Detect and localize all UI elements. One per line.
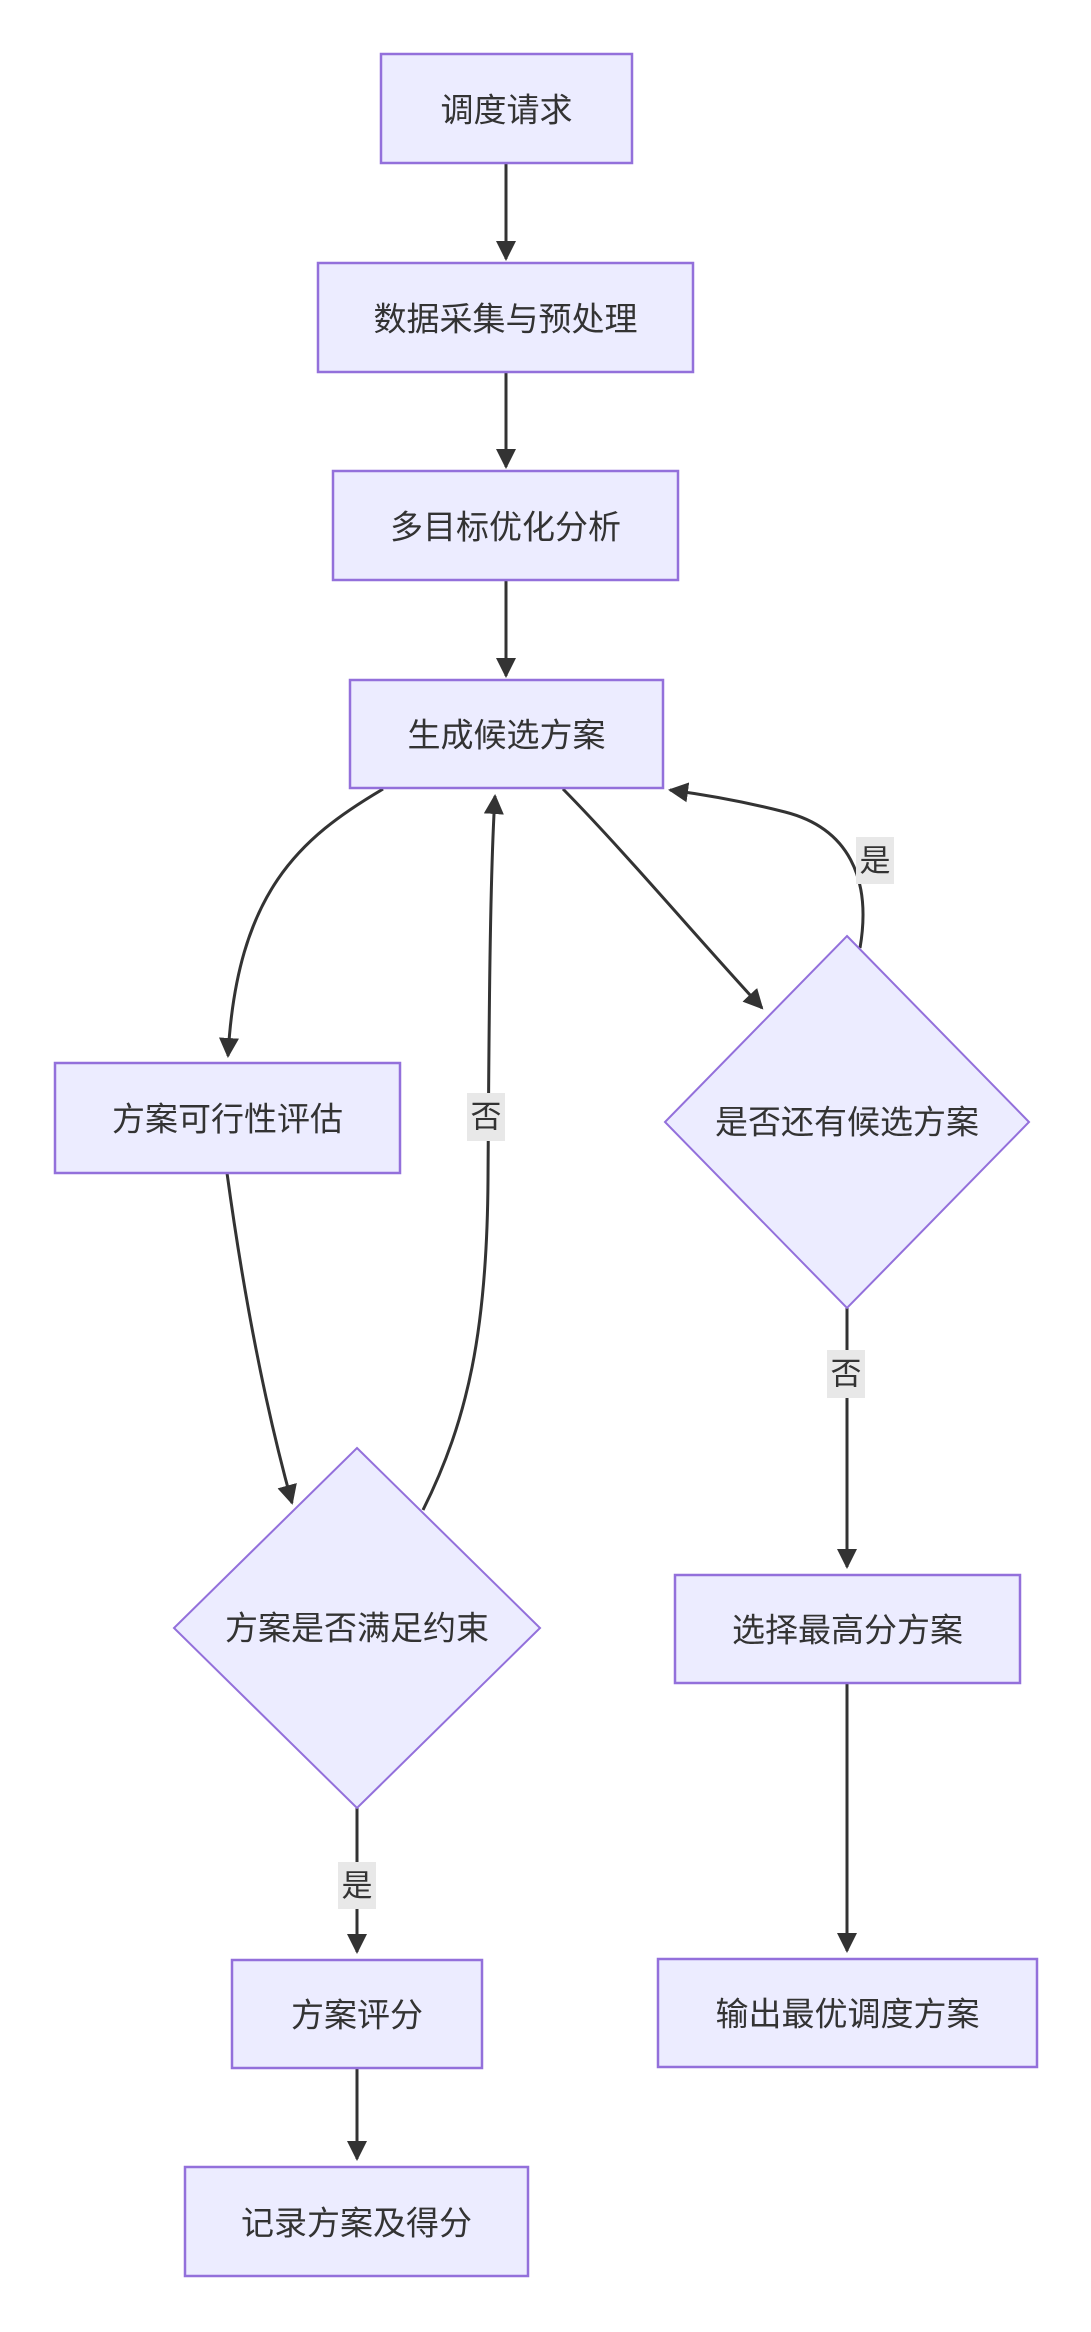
node-shape	[673, 1573, 1022, 1685]
node-label: 方案评分	[291, 1997, 423, 2034]
node-has-candidates: 是否还有候选方案	[663, 934, 1031, 1310]
node-shape-diamond	[663, 934, 1031, 1310]
edge-label-text: 否	[831, 1357, 862, 1392]
node-preprocess: 数据采集与预处理	[316, 261, 695, 374]
edge-label-yes-left: 是	[338, 1862, 376, 1909]
edge-label-bg	[856, 837, 894, 884]
node-satisfy-constraints: 方案是否满足约束	[172, 1446, 542, 1810]
edge-label-bg	[827, 1350, 865, 1398]
edge-label-yes-right: 是	[856, 837, 894, 884]
node-shape	[230, 1958, 484, 2070]
node-shape	[331, 469, 680, 582]
node-optimize: 多目标优化分析	[331, 469, 680, 582]
edge-label-no-right: 否	[827, 1350, 865, 1398]
edge-generate-to-hascandidates	[561, 787, 764, 1010]
node-label: 方案是否满足约束	[225, 1610, 489, 1647]
node-label: 调度请求	[441, 92, 573, 129]
node-request: 调度请求	[379, 52, 634, 165]
node-shape	[183, 2165, 530, 2278]
node-shape	[53, 1061, 402, 1175]
node-label: 数据采集与预处理	[374, 301, 638, 338]
node-generate: 生成候选方案	[348, 678, 665, 790]
node-output: 输出最优调度方案	[656, 1957, 1039, 2069]
edge-label-text: 否	[471, 1100, 502, 1135]
node-record: 记录方案及得分	[183, 2165, 530, 2278]
node-label: 生成候选方案	[408, 717, 606, 754]
node-label: 方案可行性评估	[112, 1101, 343, 1138]
node-feasibility: 方案可行性评估	[53, 1061, 402, 1175]
edge-feasibility-to-constraints	[225, 1172, 297, 1505]
node-label: 是否还有候选方案	[715, 1104, 979, 1141]
node-label: 多目标优化分析	[390, 509, 621, 546]
edge-label-text: 是	[342, 1869, 373, 1904]
node-score: 方案评分	[230, 1958, 484, 2070]
edge-label-bg	[467, 1093, 505, 1141]
node-select-best: 选择最高分方案	[673, 1573, 1022, 1685]
edge-constraints-no-to-generate	[421, 794, 504, 1511]
edge-label-no-mid: 否	[467, 1093, 505, 1141]
edge-generate-to-feasibility	[219, 787, 384, 1058]
node-shape	[656, 1957, 1039, 2069]
edge-label-bg	[338, 1862, 376, 1909]
node-shape-diamond	[172, 1446, 542, 1810]
node-shape	[348, 678, 665, 790]
node-shape	[316, 261, 695, 374]
node-label: 记录方案及得分	[241, 2205, 472, 2242]
edge-label-layer: 是 否 是 否	[338, 837, 894, 1909]
edge-hascandidates-yes-to-generate	[668, 782, 865, 949]
node-layer: 调度请求 数据采集与预处理 多目标优化分析 生成候选方案 方案可行性评估 是否还…	[53, 52, 1039, 2278]
node-label: 输出最优调度方案	[716, 1996, 980, 2033]
node-label: 选择最高分方案	[732, 1612, 963, 1649]
node-shape	[379, 52, 634, 165]
edge-label-text: 是	[860, 844, 891, 879]
